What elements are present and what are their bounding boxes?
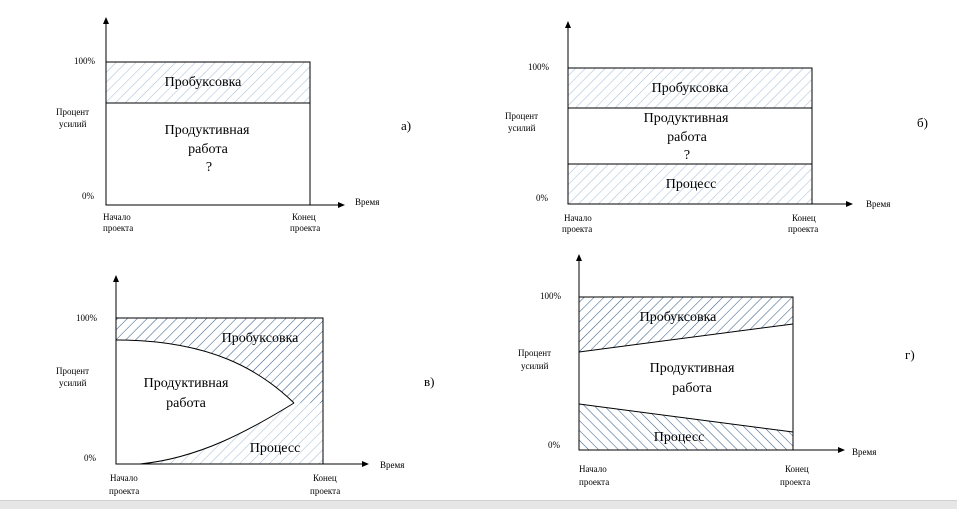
x-end-label-line1: Конец xyxy=(792,213,816,223)
label-productive-line1: Продуктивная xyxy=(650,361,735,376)
bottom-scrollbar-strip xyxy=(0,500,957,509)
slippage-boundary xyxy=(578,323,794,353)
label-productive-line2: работа xyxy=(188,142,228,157)
label-slippage: Пробуксовка xyxy=(165,75,243,90)
label-productive-line2: работа xyxy=(667,130,707,145)
y-tick-100: 100% xyxy=(74,56,96,66)
label-productive-line2: работа xyxy=(166,396,206,411)
label-slippage: Пробуксовка xyxy=(652,81,730,96)
label-process: Процесс xyxy=(250,441,301,456)
x-end-label-line1: Конец xyxy=(292,212,316,222)
label-process: Процесс xyxy=(666,177,717,192)
region-process xyxy=(140,403,323,464)
x-end-label-line2: проекта xyxy=(290,223,320,233)
y-axis-label-line1: Процент xyxy=(518,348,551,358)
panel-v: 100% 0% Процент усилий Время Начало прое… xyxy=(56,275,434,496)
x-start-label-line1: Начало xyxy=(103,212,131,222)
y-tick-0: 0% xyxy=(82,191,95,201)
label-productive-line2: работа xyxy=(672,381,712,396)
y-tick-100: 100% xyxy=(528,62,550,72)
region-slippage xyxy=(568,68,812,108)
region-slippage xyxy=(106,62,310,103)
label-productive-line1: Продуктивная xyxy=(165,123,250,138)
x-start-label-line2: проекта xyxy=(579,477,609,487)
x-start-label-line1: Начало xyxy=(564,213,592,223)
y-tick-100: 100% xyxy=(540,291,562,301)
x-axis-label: Время xyxy=(852,447,876,457)
panel-b: 100% 0% Процент усилий Время Начало прое… xyxy=(505,21,928,234)
panel-tag: а) xyxy=(401,118,411,133)
region-slippage xyxy=(579,297,793,352)
panel-a: 100% 0% Процент усилий Время Начало прое… xyxy=(56,17,411,233)
process-boundary xyxy=(578,403,794,433)
panel-tag: г) xyxy=(905,347,915,362)
y-tick-0: 0% xyxy=(548,440,561,450)
process-curve xyxy=(139,402,295,465)
y-tick-0: 0% xyxy=(536,193,549,203)
x-end-label-line2: проекта xyxy=(788,224,818,234)
region-process xyxy=(568,164,812,204)
x-start-label-line1: Начало xyxy=(110,473,138,483)
x-axis-label: Время xyxy=(380,460,404,470)
panel-tag: б) xyxy=(917,115,928,130)
x-end-label-line1: Конец xyxy=(785,464,809,474)
y-axis-label-line2: усилий xyxy=(59,378,87,388)
region-slippage xyxy=(116,318,323,403)
slippage-curve xyxy=(115,339,295,404)
x-axis-label: Время xyxy=(866,199,890,209)
y-tick-100: 100% xyxy=(76,313,98,323)
x-start-label-line2: проекта xyxy=(109,486,139,496)
x-end-label-line1: Конец xyxy=(313,473,337,483)
x-start-label-line2: проекта xyxy=(562,224,592,234)
x-start-label-line2: проекта xyxy=(103,223,133,233)
y-axis-label-line2: усилий xyxy=(521,361,549,371)
y-axis-label-line2: усилий xyxy=(508,123,536,133)
label-process: Процесс xyxy=(654,430,705,445)
x-end-label-line2: проекта xyxy=(310,486,340,496)
x-start-label-line1: Начало xyxy=(579,464,607,474)
x-axis-label: Время xyxy=(355,197,379,207)
label-question: ? xyxy=(684,148,690,163)
y-axis-label-line1: Процент xyxy=(56,107,89,117)
panel-g: 100% 0% Процент усилий Время Начало прое… xyxy=(518,254,915,487)
x-end-label-line2: проекта xyxy=(780,477,810,487)
region-process xyxy=(579,404,793,450)
label-slippage: Пробуксовка xyxy=(222,331,300,346)
y-axis-label-line1: Процент xyxy=(505,111,538,121)
label-slippage: Пробуксовка xyxy=(640,310,718,325)
label-productive-line1: Продуктивная xyxy=(644,111,729,126)
label-productive-line1: Продуктивная xyxy=(144,376,229,391)
y-axis-label-line2: усилий xyxy=(59,119,87,129)
y-tick-0: 0% xyxy=(84,453,97,463)
label-question: ? xyxy=(206,160,212,175)
y-axis-label-line1: Процент xyxy=(56,366,89,376)
panel-tag: в) xyxy=(424,374,434,389)
